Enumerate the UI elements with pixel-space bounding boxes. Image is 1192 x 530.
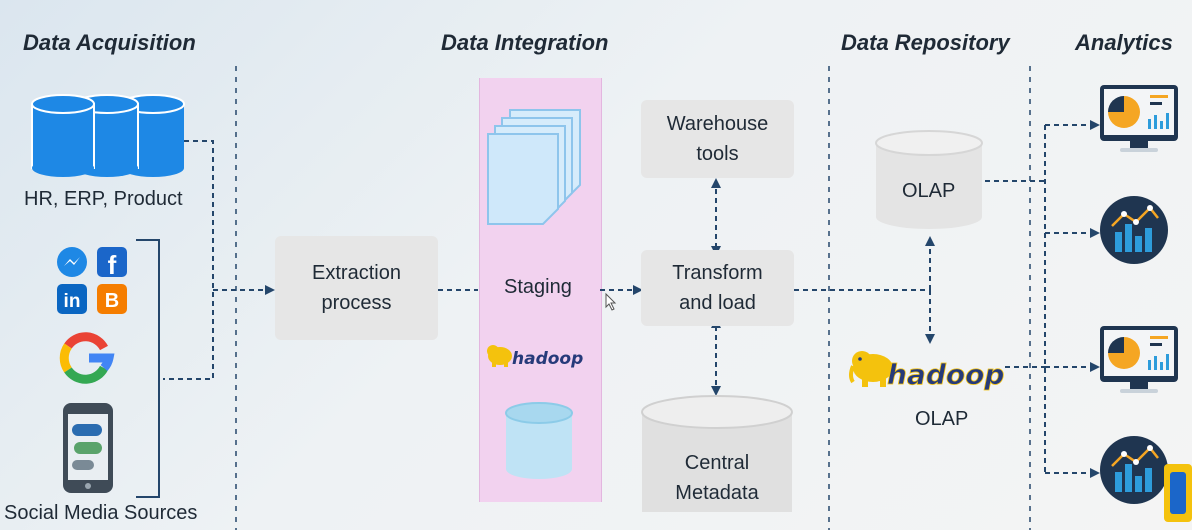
olap-top-label: OLAP (902, 180, 956, 202)
database-icon (31, 94, 185, 177)
warehouse-tools-box: Warehouse tools (641, 100, 794, 178)
flow-connectors (163, 120, 1100, 478)
dashboard-monitor-icon (1100, 85, 1178, 152)
linkedin-icon: in (57, 284, 87, 314)
heading-data-integration: Data Integration (441, 30, 609, 55)
document-stack-icon (487, 109, 581, 225)
blogger-icon: B (97, 284, 127, 314)
corner-badge (1164, 464, 1192, 522)
staging-label: Staging (504, 276, 572, 298)
svg-text:B: B (105, 290, 119, 312)
dashboard-monitor-icon (1100, 326, 1178, 393)
extraction-process-box: Extraction process (275, 236, 438, 340)
svg-text:in: in (64, 291, 81, 312)
transform-and-load-box: Transform and load (641, 250, 794, 326)
central-metadata-label: Central Metadata (675, 452, 759, 504)
analytics-chart-icon (1100, 436, 1168, 504)
section-dividers (235, 66, 1031, 530)
olap-bottom-label: OLAP (915, 408, 969, 430)
hadoop-elephant-icon (849, 351, 893, 387)
smartphone-icon (63, 403, 113, 493)
heading-data-acquisition: Data Acquisition (23, 30, 196, 55)
heading-data-repository: Data Repository (841, 30, 1010, 55)
facebook-icon: f (97, 247, 127, 280)
heading-analytics: Analytics (1075, 30, 1173, 55)
social-sources-bracket (136, 239, 160, 498)
olap-cylinder (875, 130, 983, 229)
svg-text:f: f (108, 250, 117, 280)
hadoop-elephant-icon (487, 345, 512, 367)
social-media-sources-label: Social Media Sources (4, 502, 198, 524)
central-metadata-cylinder (641, 395, 793, 512)
messenger-icon (57, 247, 87, 277)
hadoop-staging-logo: hadoop (512, 349, 583, 369)
databases-label: HR, ERP, Product (24, 188, 183, 210)
staging-database-icon (505, 402, 573, 479)
google-icon (59, 332, 115, 384)
analytics-chart-icon (1100, 196, 1168, 264)
hadoop-repository-logo: hadoop (887, 358, 1004, 391)
cursor-icon (605, 292, 617, 311)
